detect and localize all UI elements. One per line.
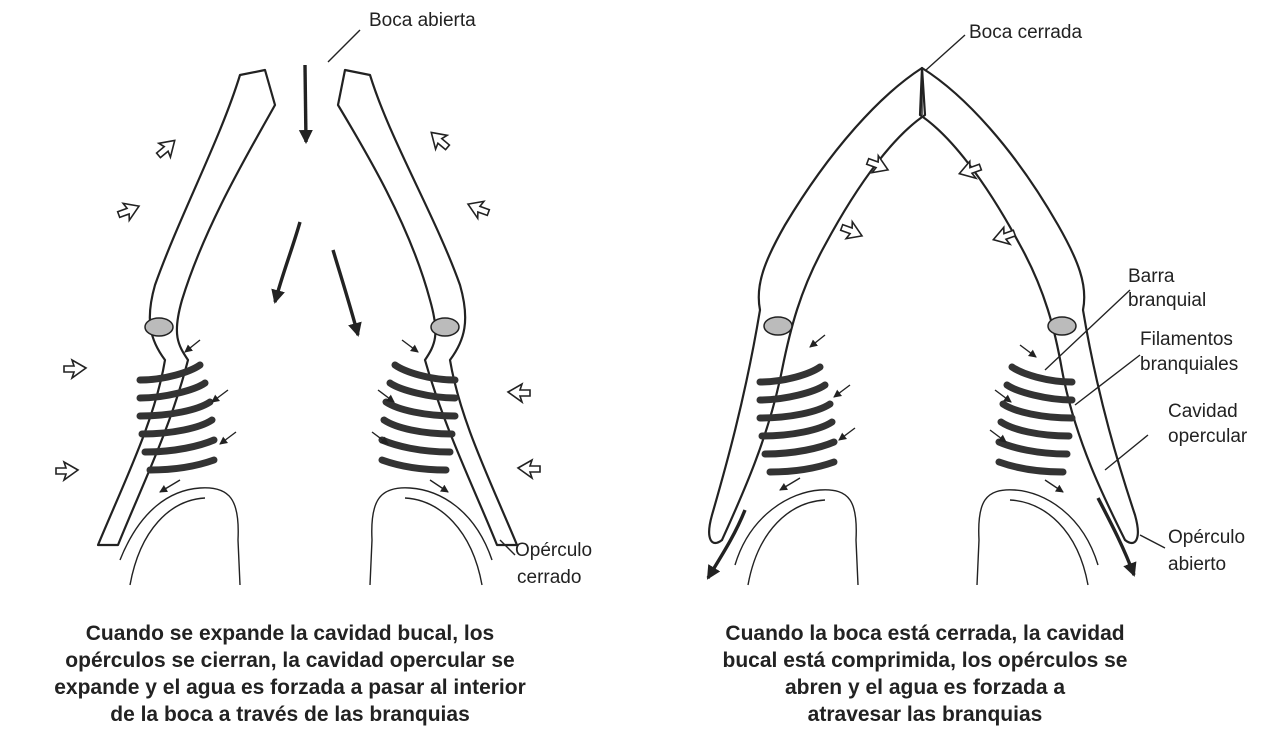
left-eye-icon bbox=[145, 318, 173, 336]
label-operculo-cerrado-line1: Opérculo bbox=[515, 540, 592, 561]
right-diagram-left-eye-icon bbox=[764, 317, 792, 335]
right-caption-line: Cuando la boca está cerrada, la cavidad bbox=[725, 622, 1124, 645]
label-operculo-cerrado-line2: cerrado bbox=[517, 567, 581, 588]
left-caption-line: expande y el agua es forzada a pasar al … bbox=[54, 676, 526, 699]
label-filamentos-line1: Filamentos bbox=[1140, 329, 1233, 350]
left-caption-line: opérculos se cierran, la cavidad opercul… bbox=[65, 649, 514, 672]
label-cavidad-line1: Cavidad bbox=[1168, 401, 1238, 422]
left-head-wall-right bbox=[338, 70, 517, 545]
left-caption: Cuando se expande la cavidad bucal, los … bbox=[54, 622, 526, 726]
operculo-abierto-leader bbox=[1140, 535, 1165, 548]
left-diagram: Boca abierta Opérculo cerrado bbox=[56, 10, 592, 588]
right-gill-filaments bbox=[382, 365, 455, 470]
right-caption-line: bucal está comprimida, los opérculos se bbox=[723, 649, 1128, 672]
right-diagram-right-eye-icon bbox=[1048, 317, 1076, 335]
right-diagram-compression-arrows bbox=[839, 153, 1018, 249]
right-caption: Cuando la boca está cerrada, la cavidad … bbox=[723, 622, 1128, 726]
left-gill-arch bbox=[120, 488, 240, 585]
right-caption-line: atravesar las branquias bbox=[808, 703, 1043, 726]
right-head-wall-left bbox=[709, 68, 925, 543]
filamentos-leader bbox=[1075, 355, 1140, 405]
right-diagram-gill-filaments-right bbox=[999, 367, 1072, 472]
label-boca-abierta: Boca abierta bbox=[369, 10, 476, 31]
right-gill-arch bbox=[370, 488, 492, 585]
label-operculo-abierto-line1: Opérculo bbox=[1168, 527, 1245, 548]
label-boca-cerrada: Boca cerrada bbox=[969, 22, 1082, 43]
left-gill-filaments bbox=[140, 365, 214, 470]
operculo-cerrado-leader bbox=[500, 540, 515, 555]
left-caption-line: Cuando se expande la cavidad bucal, los bbox=[86, 622, 494, 645]
boca-abierta-leader bbox=[328, 30, 360, 62]
label-barra-branquial-line1: Barra bbox=[1128, 266, 1175, 287]
label-filamentos-line2: branquiales bbox=[1140, 354, 1238, 375]
label-cavidad-line2: opercular bbox=[1168, 426, 1248, 447]
right-caption-line: abren y el agua es forzada a bbox=[785, 676, 1065, 699]
left-head-wall-left bbox=[98, 70, 275, 545]
right-diagram-gill-filaments-left bbox=[760, 367, 834, 472]
left-water-inflow-arrows bbox=[275, 65, 358, 335]
label-operculo-abierto-line2: abierto bbox=[1168, 554, 1226, 575]
right-diagram: Boca cerrada Barra branquial Filamentos … bbox=[708, 22, 1248, 585]
right-eye-icon bbox=[431, 318, 459, 336]
boca-cerrada-leader bbox=[926, 35, 965, 70]
left-caption-line: de la boca a través de las branquias bbox=[110, 703, 470, 726]
label-barra-branquial-line2: branquial bbox=[1128, 290, 1206, 311]
